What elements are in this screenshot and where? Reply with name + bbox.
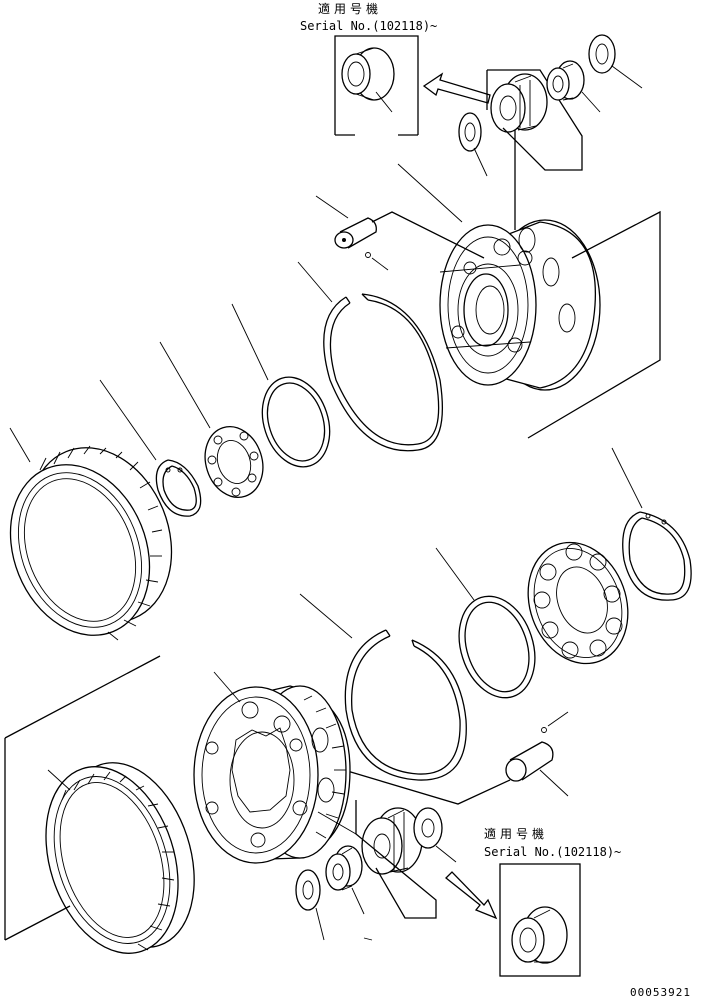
thrust-washer-bottom-left <box>295 869 321 911</box>
serial-callout-top: 適用号機 Serial No.(102118)~ <box>300 1 437 136</box>
ring-gear-top <box>9 445 173 641</box>
snap-ring-top-small <box>155 459 202 517</box>
seal-ring-bottom <box>458 595 536 699</box>
drawing-number: 00053921 <box>630 986 691 999</box>
serial-callout-bottom: 適用号機 Serial No.(102118)~ <box>484 826 621 977</box>
thrust-washer-top-left <box>458 112 482 152</box>
ring-gear-bottom <box>45 762 195 954</box>
needle-bearing-callout-top <box>341 47 395 101</box>
serial-label-bottom: Serial No.(102118)~ <box>484 845 621 859</box>
shaft-pin-top <box>334 217 377 249</box>
needle-bearing-callout-bottom <box>511 906 568 964</box>
needle-bearing-top <box>546 60 585 101</box>
planet-gear-top <box>490 73 548 133</box>
planet-gear-bottom <box>361 807 423 875</box>
applicable-label-bottom: 適用号機 <box>484 826 548 841</box>
seal-ring-top <box>261 376 331 468</box>
planet-carrier-bottom <box>193 685 351 864</box>
ball-bearing-top <box>204 426 264 498</box>
applicable-label-top: 適用号機 <box>318 1 382 16</box>
arrow-right-icon <box>445 871 498 920</box>
planet-carrier-top <box>439 219 601 391</box>
thrust-washer-bottom-right <box>413 807 443 849</box>
serial-label-top: Serial No.(102118)~ <box>300 19 437 33</box>
arrow-left-icon <box>422 72 491 104</box>
shaft-pin-bottom <box>505 741 554 782</box>
ball-bearing-bottom <box>527 541 629 665</box>
snap-ring-top-large <box>323 293 443 452</box>
thrust-washer-top-right <box>588 34 616 74</box>
snap-ring-bottom-right <box>622 511 692 601</box>
needle-bearing-bottom <box>325 845 363 891</box>
snap-ring-bottom-large <box>344 629 467 781</box>
